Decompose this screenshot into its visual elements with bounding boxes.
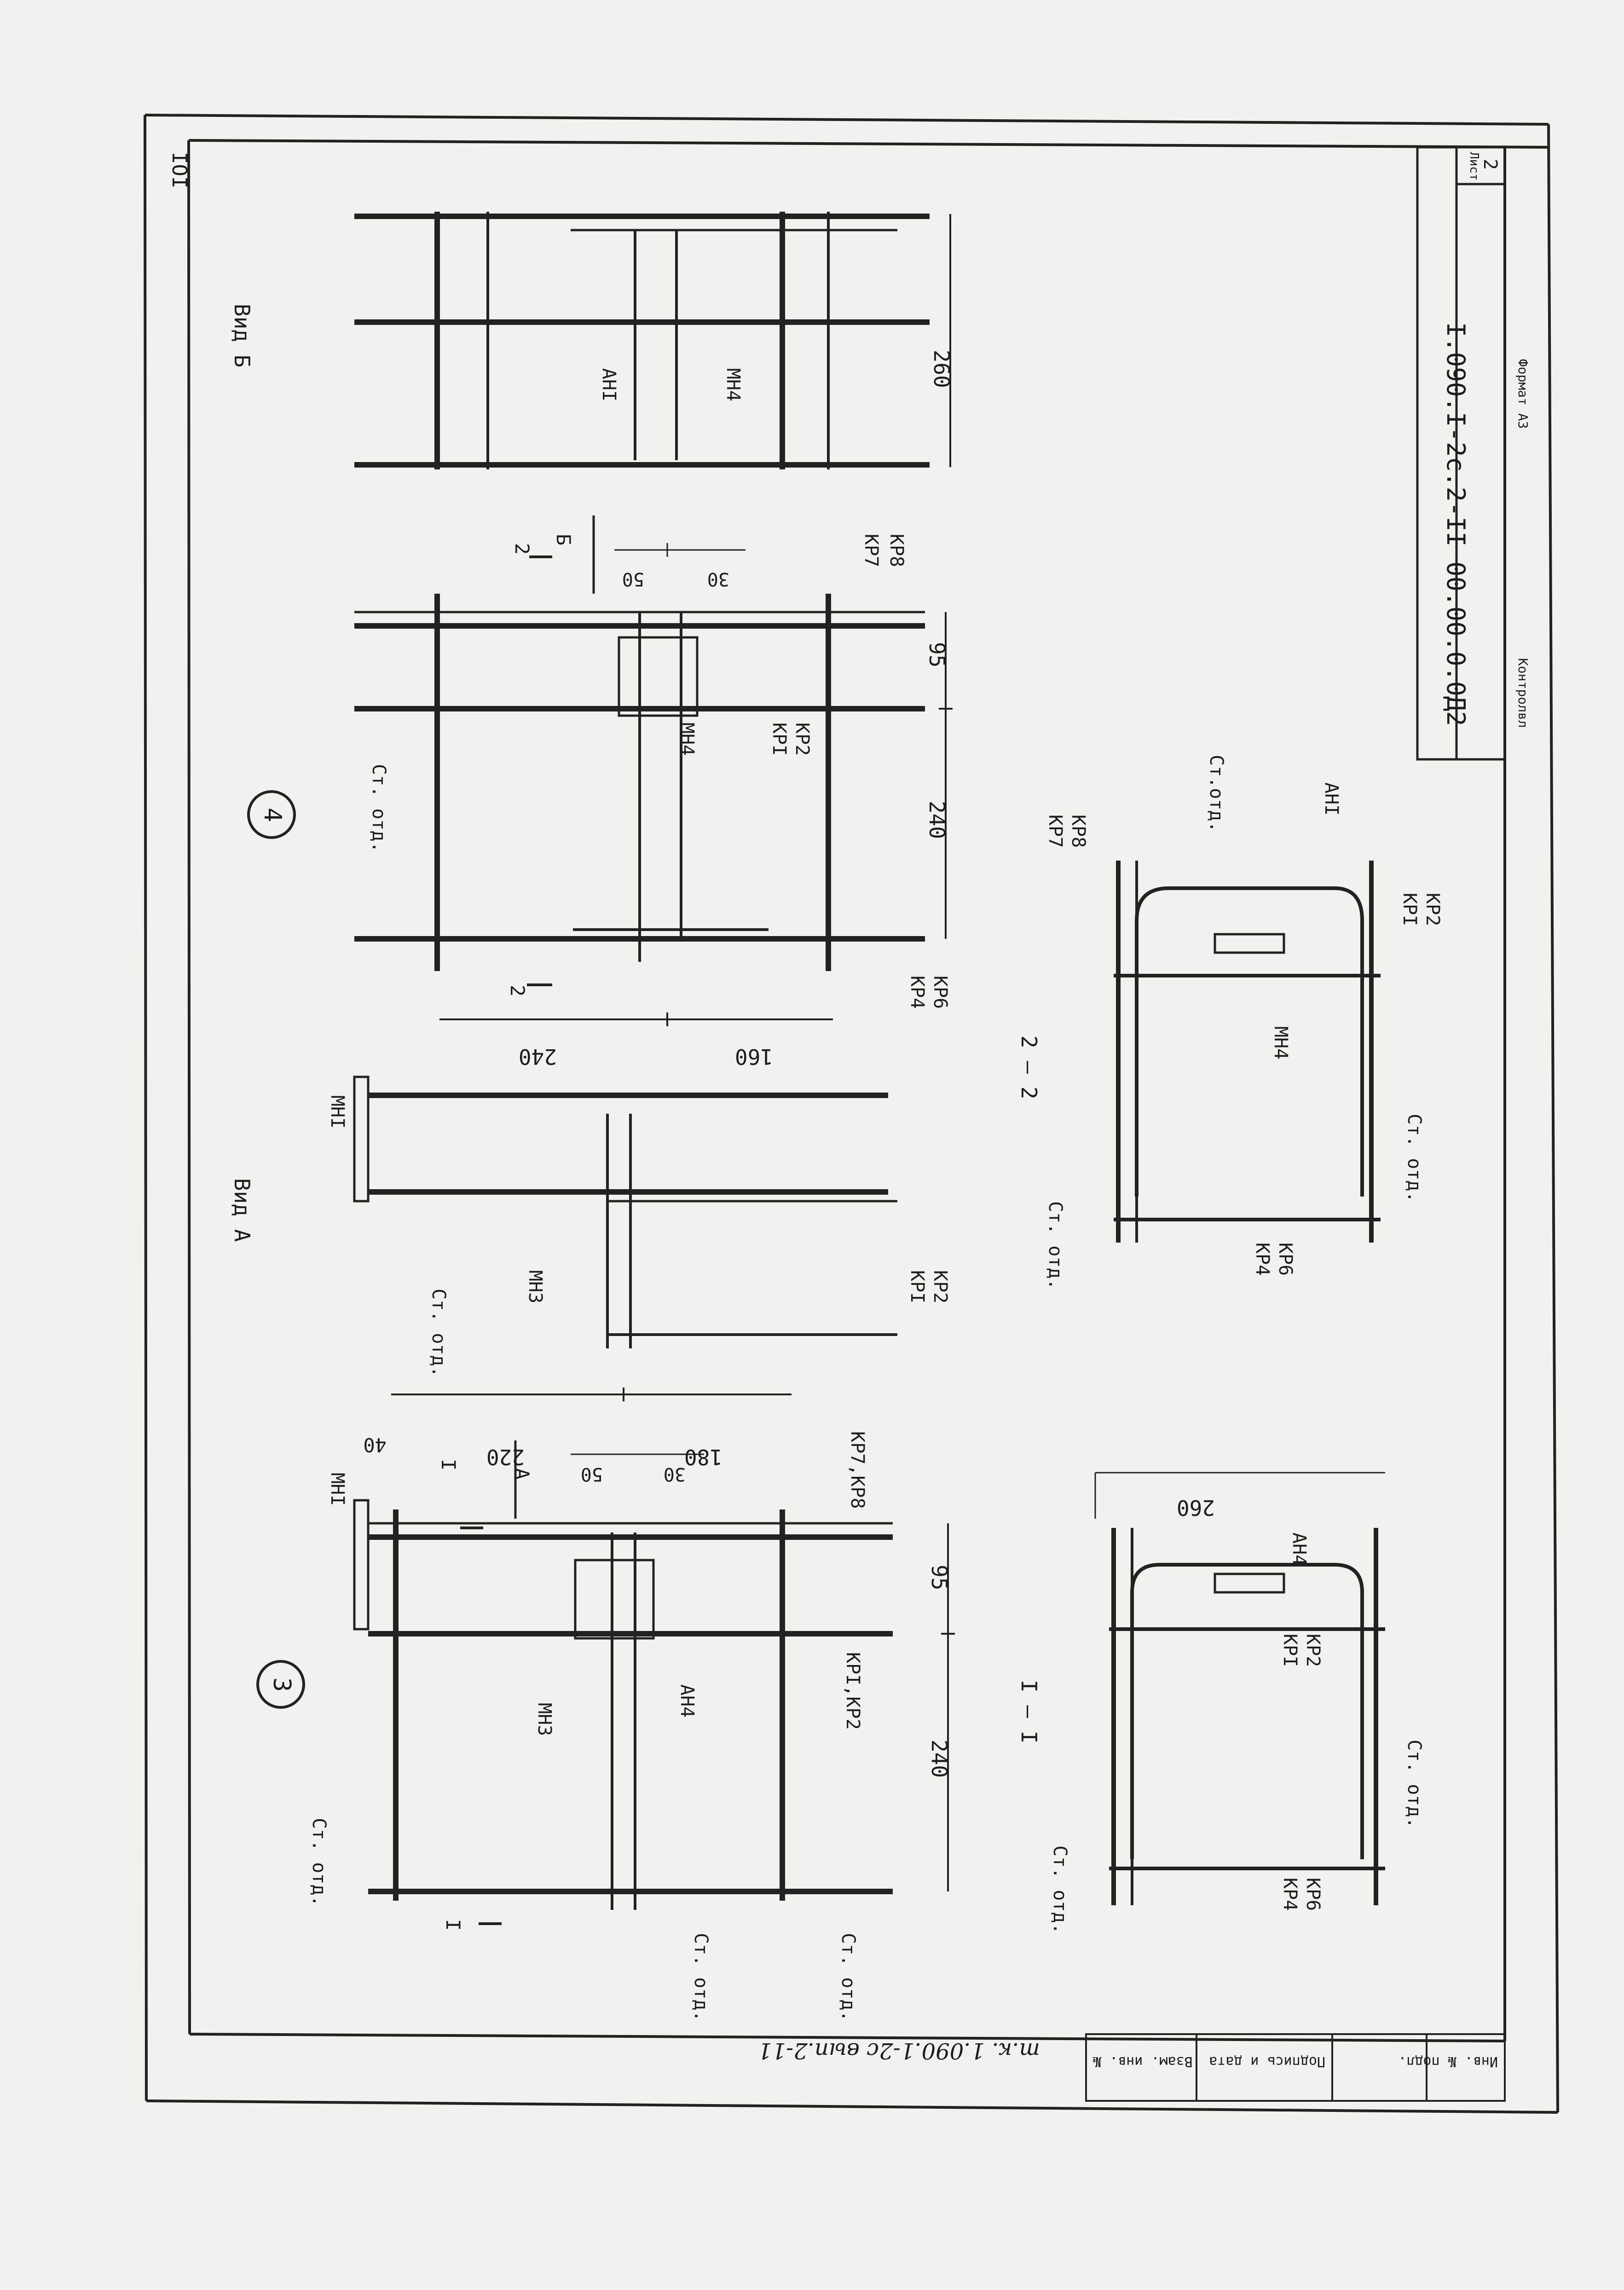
label-mn1-viewa: МНI xyxy=(327,1095,348,1128)
dim-50-node4: 50 xyxy=(622,568,644,590)
label-kr7-sec22: КР7 xyxy=(1045,815,1066,848)
label-kr2-node4: КР2 xyxy=(792,723,813,756)
label-kr2-sec11: КР2 xyxy=(1302,1634,1323,1667)
dim-220-node3: 220 xyxy=(486,1445,525,1469)
view-b xyxy=(354,212,951,469)
label-mn3-viewa: МН3 xyxy=(525,1270,546,1303)
section-1-1-title: I – I xyxy=(1017,1680,1041,1743)
label-kr8-sec22: КР8 xyxy=(1068,815,1089,848)
sec-marker-1-bottom: I xyxy=(442,1919,464,1931)
label-kr1-sec22: КРI xyxy=(1399,893,1420,926)
label-st-otd-sec22-left: Ст. отд. xyxy=(1045,1201,1066,1290)
label-mn4-node4: МН4 xyxy=(676,723,698,756)
label-st-otd-sec22-top: Ст.отд. xyxy=(1206,755,1227,833)
label-mn4-sec22: МН4 xyxy=(1270,1026,1291,1059)
stamp-vzam: Взам. инв. № xyxy=(1093,2053,1193,2070)
label-kr1kr2-node3: КРI,КР2 xyxy=(842,1652,863,1730)
dim-95-node3: 95 xyxy=(927,1565,952,1590)
side-stamp xyxy=(1085,2033,1506,2102)
label-st-otd-viewa: Ст. отд. xyxy=(428,1289,449,1377)
label-st-otd-node3-mid: Ст. отд. xyxy=(690,1933,711,2022)
designation: I.090.I-2c.2-II 00.00.0.0Д2 xyxy=(1441,322,1470,726)
title-block xyxy=(1416,146,1506,761)
dim-40-node3: 40 xyxy=(363,1434,387,1456)
dim-30-node4: 30 xyxy=(707,568,729,590)
label-kr4-node4: КР4 xyxy=(907,976,928,1009)
section-1-1 xyxy=(1094,1472,1385,1905)
label-an1-sec22: АНI xyxy=(1321,782,1342,815)
sheet-label: Лист xyxy=(1467,152,1481,181)
label-kr4-sec11: КР4 xyxy=(1279,1878,1300,1911)
label-kr6-node4: КР6 xyxy=(930,976,951,1009)
label-st-otd-sec11-left: Ст. отд. xyxy=(1049,1845,1070,1934)
label-kr6-sec22: КР6 xyxy=(1275,1243,1296,1276)
label-an4-node3: АН4 xyxy=(676,1684,698,1718)
sec-marker-2-bottom: 2 xyxy=(506,985,529,996)
dim-160-node4: 160 xyxy=(735,1044,773,1069)
dim-260-sec11: 260 xyxy=(1177,1495,1215,1520)
dim-240-node4: 240 xyxy=(925,801,949,839)
label-kr1-viewa: КРI xyxy=(907,1270,928,1303)
label-st-otd-sec11-right: Ст. отд. xyxy=(1404,1740,1425,1828)
label-mn3-node3: МН3 xyxy=(534,1703,555,1736)
format-label: Формат А3 xyxy=(1515,359,1531,429)
label-st-otd-node4: Ст. отд. xyxy=(368,764,389,853)
view-b-title: Вид Б xyxy=(230,304,254,367)
sheet-number: 2 xyxy=(1480,159,1501,170)
sec-marker-2-top: 2 xyxy=(511,543,533,555)
node-3-circle xyxy=(256,1660,305,1709)
node-4-plan xyxy=(354,515,953,1026)
label-st-otd-node3-top: Ст. отд. xyxy=(308,1818,329,1907)
dim-260-viewb: 260 xyxy=(929,350,954,388)
section-2-2-title: 2 – 2 xyxy=(1017,1035,1041,1099)
dim-240-node4-h: 240 xyxy=(519,1044,557,1069)
node-3-plan xyxy=(353,1388,955,1925)
sec-marker-1-top: I xyxy=(437,1459,460,1470)
label-kr6-sec11: КР6 xyxy=(1302,1878,1323,1911)
view-a xyxy=(353,1076,897,1348)
label-an4-sec11: АН4 xyxy=(1289,1532,1310,1566)
handwritten-note: т.к. 1.090.1-2с вып.2-11 xyxy=(758,2038,1040,2064)
dim-30-node3: 30 xyxy=(664,1463,686,1485)
label-kr1-node4: КРI xyxy=(769,723,790,756)
view-a-title: Вид А xyxy=(230,1178,254,1242)
stamp-podpis: Подпись и дата xyxy=(1209,2053,1325,2070)
page-number: IOI xyxy=(168,152,191,188)
view-b-letter: Б xyxy=(552,534,575,545)
label-kr4-sec22: КР4 xyxy=(1252,1243,1273,1276)
label-kr2-viewa: КР2 xyxy=(930,1270,951,1303)
label-kr7kr8-node3: КР7,КР8 xyxy=(847,1431,868,1509)
section-2-2 xyxy=(1114,861,1381,1243)
label-kr8-node4: КР8 xyxy=(886,534,907,567)
label-mn4-viewb: МН4 xyxy=(722,368,744,401)
dim-180-node3: 180 xyxy=(684,1445,722,1469)
label-mn1-node3: МНI xyxy=(327,1473,348,1506)
node-4-number: 4 xyxy=(259,808,286,822)
dim-95-node4: 95 xyxy=(925,642,949,667)
label-st-otd-sec22-right: Ст. отд. xyxy=(1404,1114,1425,1203)
label-an1-viewb: АНI xyxy=(598,368,619,401)
dim-240-node3: 240 xyxy=(927,1740,952,1778)
label-kr7-node4: КР7 xyxy=(861,534,882,567)
stamp-inv: Инв. № подл. xyxy=(1398,2053,1498,2070)
dim-50-node3: 50 xyxy=(581,1463,603,1485)
label-st-otd-node3-bot: Ст. отд. xyxy=(838,1933,859,2022)
view-a-letter: А xyxy=(511,1468,533,1480)
control-label: Контролвл xyxy=(1515,658,1531,728)
node-4-circle xyxy=(247,790,296,839)
label-kr1-sec11: КРI xyxy=(1279,1634,1300,1667)
node-3-number: 3 xyxy=(268,1677,295,1692)
label-kr2-sec22: КР2 xyxy=(1422,893,1443,926)
